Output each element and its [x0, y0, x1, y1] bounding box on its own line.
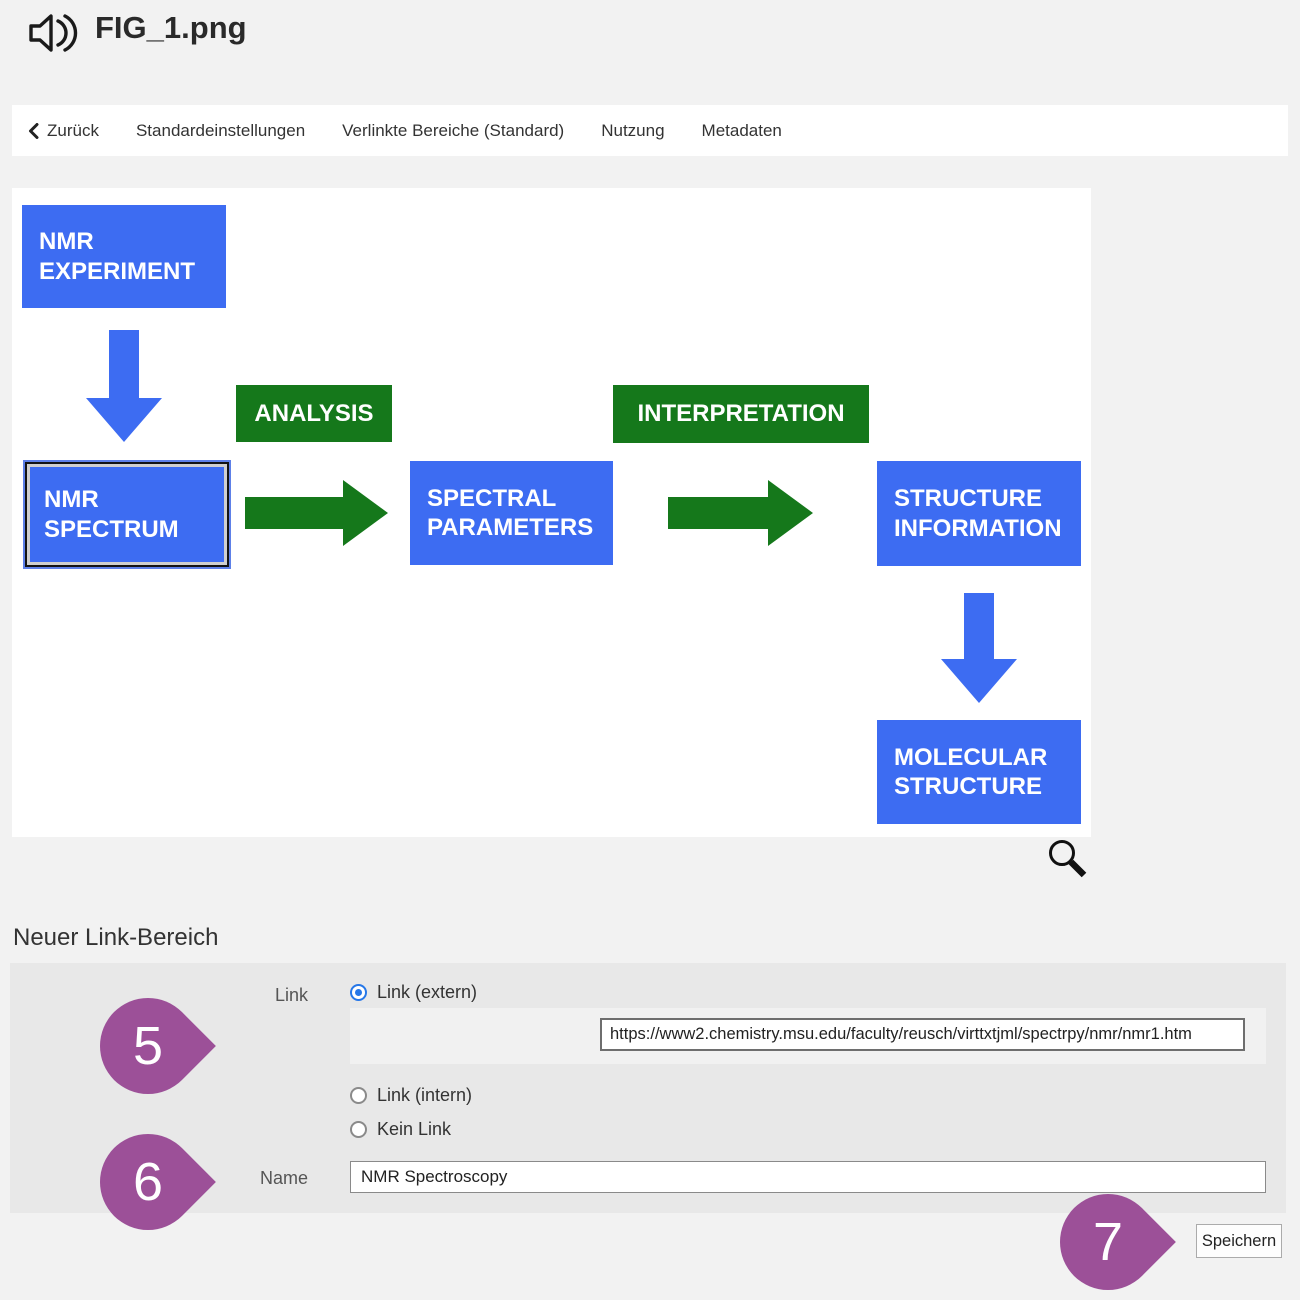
node-nmr-spectrum-selected[interactable]: NMR SPECTRUM — [25, 462, 229, 567]
tab-metadaten[interactable]: Metadaten — [701, 120, 782, 140]
radio-option-kein-link[interactable]: Kein Link — [350, 1119, 451, 1140]
node-spectral-parameters: SPECTRAL PARAMETERS — [410, 461, 613, 565]
step-marker-number: 7 — [1092, 1212, 1124, 1273]
radio-label: Link (extern) — [377, 982, 478, 1002]
radio-option-link-intern[interactable]: Link (intern) — [350, 1085, 472, 1106]
node-analysis: ANALYSIS — [236, 385, 392, 442]
arrow-right-icon — [245, 480, 388, 551]
link-form-panel: Link Link (extern) Link (intern) Kein Li… — [10, 963, 1286, 1213]
external-url-input[interactable] — [600, 1018, 1245, 1051]
step-marker-number: 6 — [132, 1152, 164, 1213]
radio-selected-icon[interactable] — [350, 984, 367, 1001]
link-field-label: Link — [274, 985, 308, 1005]
step-marker-number: 5 — [132, 1016, 164, 1077]
radio-label: Kein Link — [377, 1119, 452, 1139]
image-viewer: NMR EXPERIMENT ANALYSIS NMR SPECTRUM SPE… — [12, 188, 1091, 837]
name-input[interactable] — [350, 1161, 1266, 1193]
back-button[interactable]: Zurück — [28, 121, 99, 141]
name-field-label: Name — [259, 1168, 308, 1188]
zoom-magnifier-icon[interactable] — [1046, 838, 1090, 885]
tab-standardeinstellungen[interactable]: Standardeinstellungen — [135, 120, 306, 140]
radio-unselected-icon[interactable] — [350, 1087, 367, 1104]
node-molecular-structure: MOLECULAR STRUCTURE — [877, 720, 1081, 824]
tab-nutzung[interactable]: Nutzung — [601, 120, 665, 140]
section-title: Neuer Link-Bereich — [13, 924, 219, 951]
node-interpretation: INTERPRETATION — [613, 385, 869, 443]
back-label: Zurück — [47, 120, 99, 140]
radio-unselected-icon[interactable] — [350, 1121, 367, 1138]
url-input-row — [350, 1008, 1266, 1064]
toolbar: Zurück Standardeinstellungen Verlinkte B… — [12, 105, 1288, 156]
speaker-icon — [27, 12, 79, 59]
radio-option-link-extern[interactable]: Link (extern) — [350, 982, 477, 1003]
tab-verlinkte-bereiche[interactable]: Verlinkte Bereiche (Standard) — [342, 120, 565, 140]
node-structure-information: STRUCTURE INFORMATION — [877, 461, 1081, 566]
arrow-down-icon — [86, 330, 162, 447]
arrow-right-icon — [668, 480, 813, 551]
node-nmr-experiment: NMR EXPERIMENT — [22, 205, 226, 308]
chevron-left-icon — [29, 122, 39, 139]
save-button[interactable]: Speichern — [1196, 1224, 1282, 1258]
page-title: FIG_1.png — [95, 10, 247, 45]
radio-label: Link (intern) — [377, 1085, 473, 1105]
arrow-down-icon — [941, 593, 1017, 708]
